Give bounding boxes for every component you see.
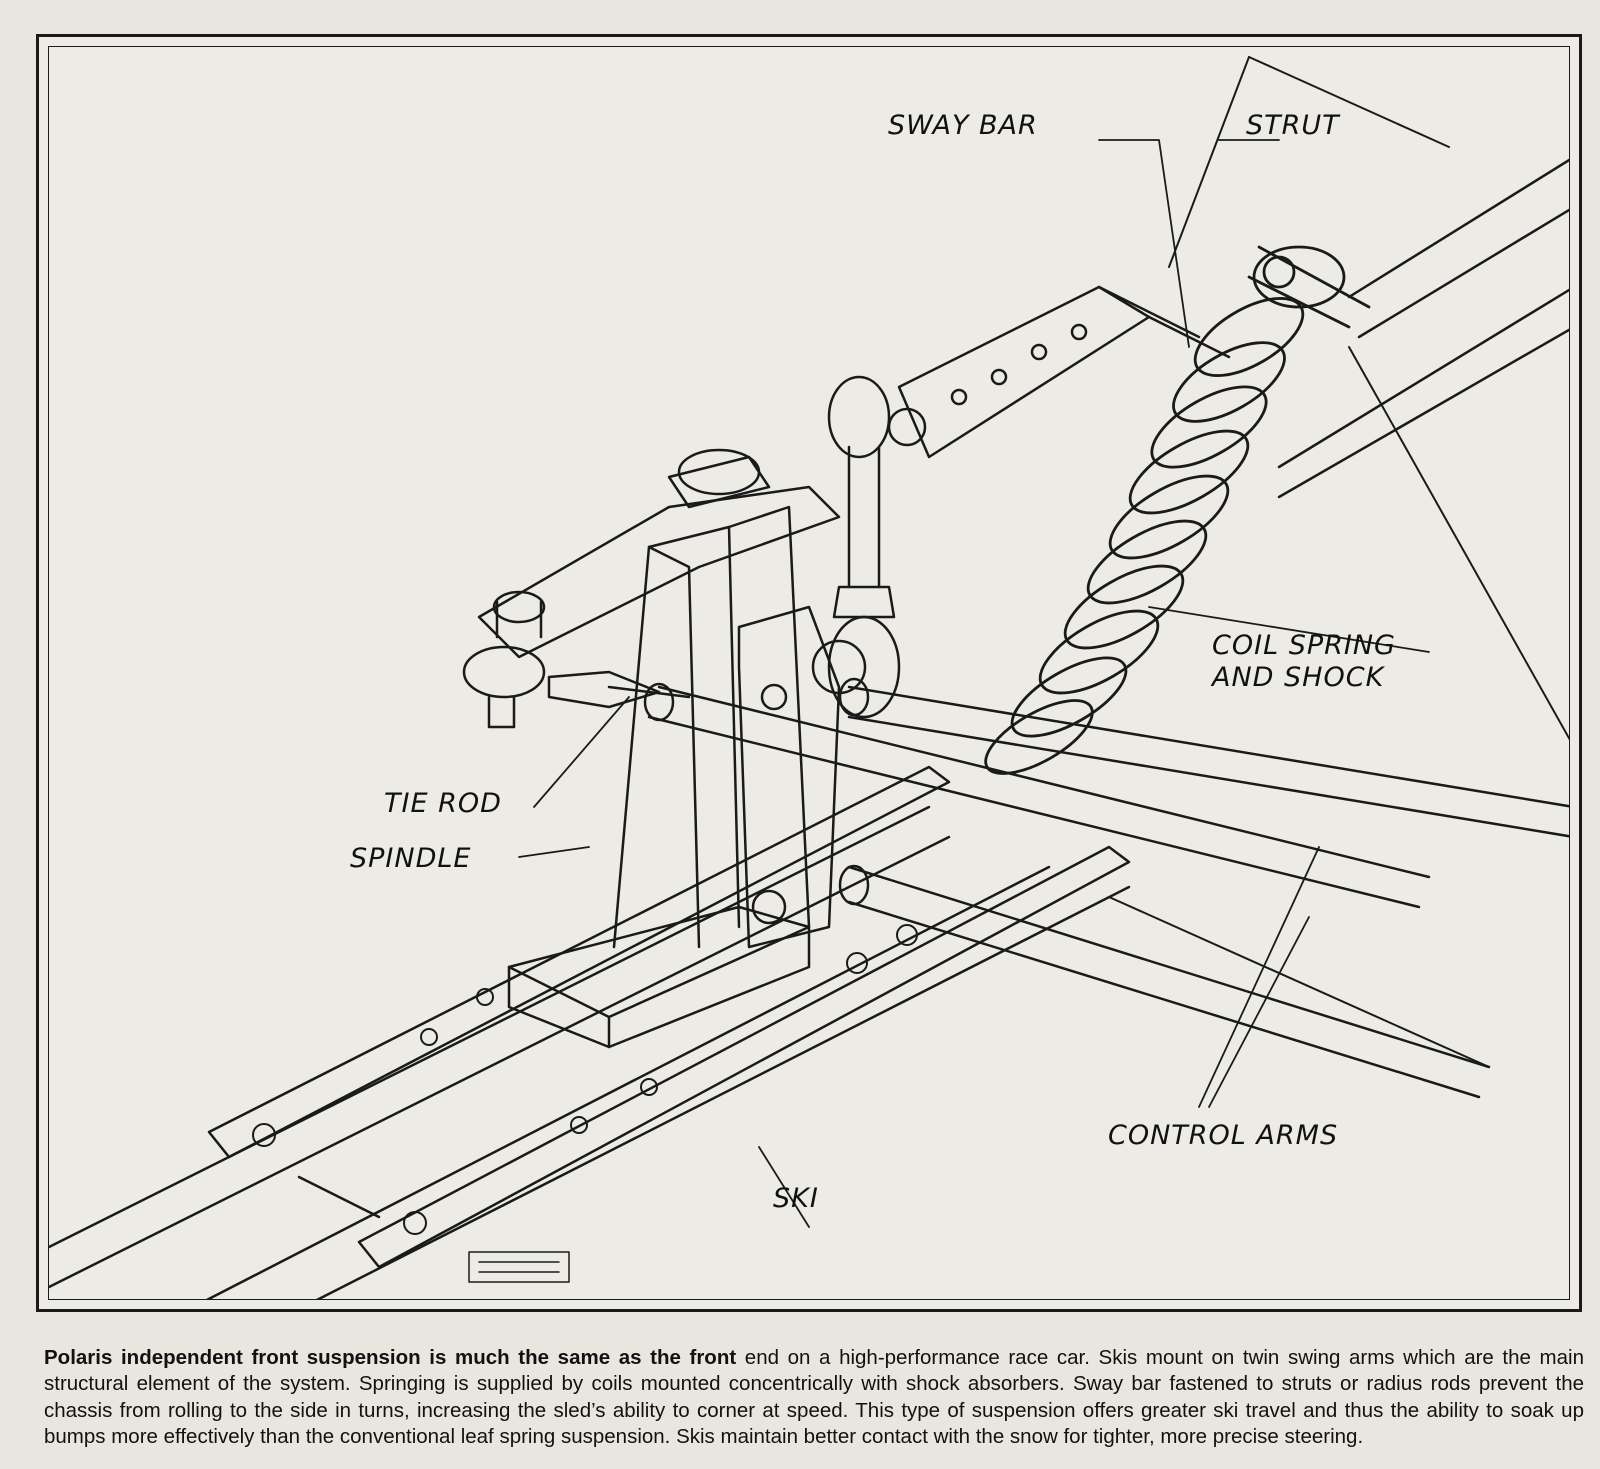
- leader-lines: [518, 139, 1430, 1228]
- sway-bar-label: SWAY BAR: [888, 110, 1038, 141]
- spindle-label: SPINDLE: [350, 843, 472, 874]
- chassis-tube: [1277, 158, 1569, 499]
- lower-control-arm: [838, 864, 1491, 1099]
- ski-rails: [49, 765, 1131, 1299]
- sway-bar-arm: [887, 285, 1231, 459]
- spindle-base: [507, 905, 811, 1049]
- signature-mark: [468, 1251, 570, 1283]
- suspension-drawing: [49, 56, 1569, 1299]
- strut-label: STRUT: [1246, 110, 1340, 141]
- illustration-frame: [36, 34, 1582, 1312]
- strut-lines: [1108, 56, 1569, 1068]
- coil-spring-label-line2: AND SHOCK: [1212, 662, 1385, 693]
- tie-rod-label: TIE ROD: [384, 788, 502, 819]
- steering-arm: [462, 448, 841, 729]
- spindle-upright: [612, 505, 811, 949]
- ski-holes: [252, 924, 918, 1235]
- illustration-area: [48, 46, 1570, 1300]
- knuckle-plate: [737, 605, 867, 949]
- coil-spring-label-line1: COIL SPRING: [1212, 630, 1396, 661]
- control-arms-label: CONTROL ARMS: [1108, 1120, 1339, 1151]
- caption-body: end on a high-performance race car. Skis…: [44, 1345, 1584, 1449]
- ski-label: SKI: [773, 1183, 819, 1214]
- figure-caption: Polaris independent front suspension is …: [44, 1345, 1584, 1452]
- caption-lead: Polaris independent front suspension is …: [44, 1345, 737, 1369]
- coil-spring: [984, 245, 1371, 775]
- sway-bar-link: [827, 375, 901, 719]
- tie-rod: [547, 670, 691, 709]
